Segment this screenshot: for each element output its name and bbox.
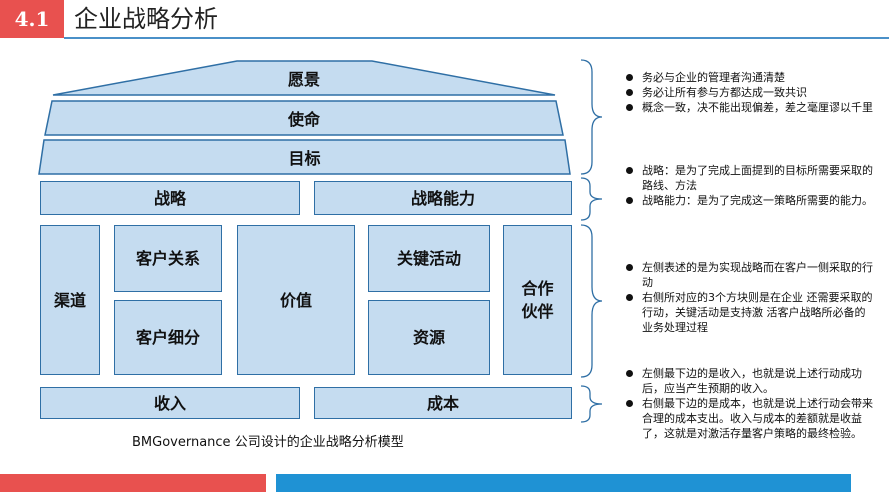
customer-relations-box: 客户关系 [114,225,222,292]
key-activities-label: 关键活动 [396,249,461,268]
note-item: 战略能力：是为了完成这一策略所需要的能力。 [618,193,876,208]
cost-label: 成本 [426,393,459,413]
note-item: 左侧最下边的是收入，也就是说上述行动成功后，应当产生预期的收入。 [618,366,876,396]
goal-label: 目标 [288,149,321,168]
customer-segments-label: 客户细分 [135,328,200,347]
footer-red-bar [0,474,266,492]
note-item: 战略：是为了完成上面提到的目标所需要采取的路线、方法 [618,163,876,193]
notes-group4: 左侧最下边的是收入，也就是说上述行动成功后，应当产生预期的收入。 右侧最下边的是… [618,366,876,441]
brace-group4 [580,385,603,423]
mission-shape [44,100,564,136]
goal-block: 目标 [38,139,571,175]
customer-relations-label: 客户关系 [135,249,200,268]
page-title: 企业战略分析 [74,5,218,33]
goal-shape [38,139,571,175]
brace-group2 [580,177,603,221]
vision-block: 愿景 [52,60,556,96]
notes-group2: 战略：是为了完成上面提到的目标所需要采取的路线、方法 战略能力：是为了完成这一策… [618,163,876,208]
channels-box: 渠道 [40,225,100,375]
vision-label: 愿景 [287,70,320,89]
note-item: 左侧表述的是为实现战略而在客户一侧采取的行动 [618,260,876,290]
revenue-label: 收入 [153,393,186,413]
value-box: 价值 [237,225,355,375]
strategy-box: 战略 [40,181,300,215]
partners-label-line2: 伙伴 [521,302,554,321]
strategy-label: 战略 [153,188,186,208]
revenue-box: 收入 [40,387,300,419]
partners-box: 合作 伙伴 [503,225,572,375]
brace-group3 [580,224,603,378]
diagram-caption: BMGovernance 公司设计的企业战略分析模型 [132,435,404,450]
strategy-capability-label: 战略能力 [410,188,475,208]
strategy-capability-box: 战略能力 [314,181,572,215]
cost-box: 成本 [314,387,572,419]
resources-label: 资源 [412,328,445,347]
header-divider [64,37,889,39]
mission-block: 使命 [44,100,564,136]
footer-blue-bar [276,474,851,492]
resources-box: 资源 [368,300,490,375]
value-label: 价值 [279,290,312,310]
customer-segments-box: 客户细分 [114,300,222,375]
notes-group3: 左侧表述的是为实现战略而在客户一侧采取的行动 右侧所对应的3个方块则是在企业 还… [618,260,876,335]
vision-shape [52,60,556,96]
key-activities-box: 关键活动 [368,225,490,292]
partners-label-line1: 合作 [521,279,554,298]
mission-label: 使命 [287,110,320,129]
brace-group1 [580,59,603,175]
note-item: 右侧最下边的是成本，也就是说上述行动会带来合理的成本支出。收入与成本的差额就是收… [618,396,876,441]
note-item: 概念一致，决不能出现偏差，差之毫厘谬以千里 [618,100,876,115]
note-item: 右侧所对应的3个方块则是在企业 还需要采取的行动，关键活动是支持激 活客户战略所… [618,290,876,335]
notes-group1: 务必与企业的管理者沟通清楚 务必让所有参与方都达成一致共识 概念一致，决不能出现… [618,70,876,115]
note-item: 务必让所有参与方都达成一致共识 [618,85,876,100]
section-number-badge: 4.1 [0,0,64,38]
channels-label: 渠道 [53,290,86,310]
note-item: 务必与企业的管理者沟通清楚 [618,70,876,85]
